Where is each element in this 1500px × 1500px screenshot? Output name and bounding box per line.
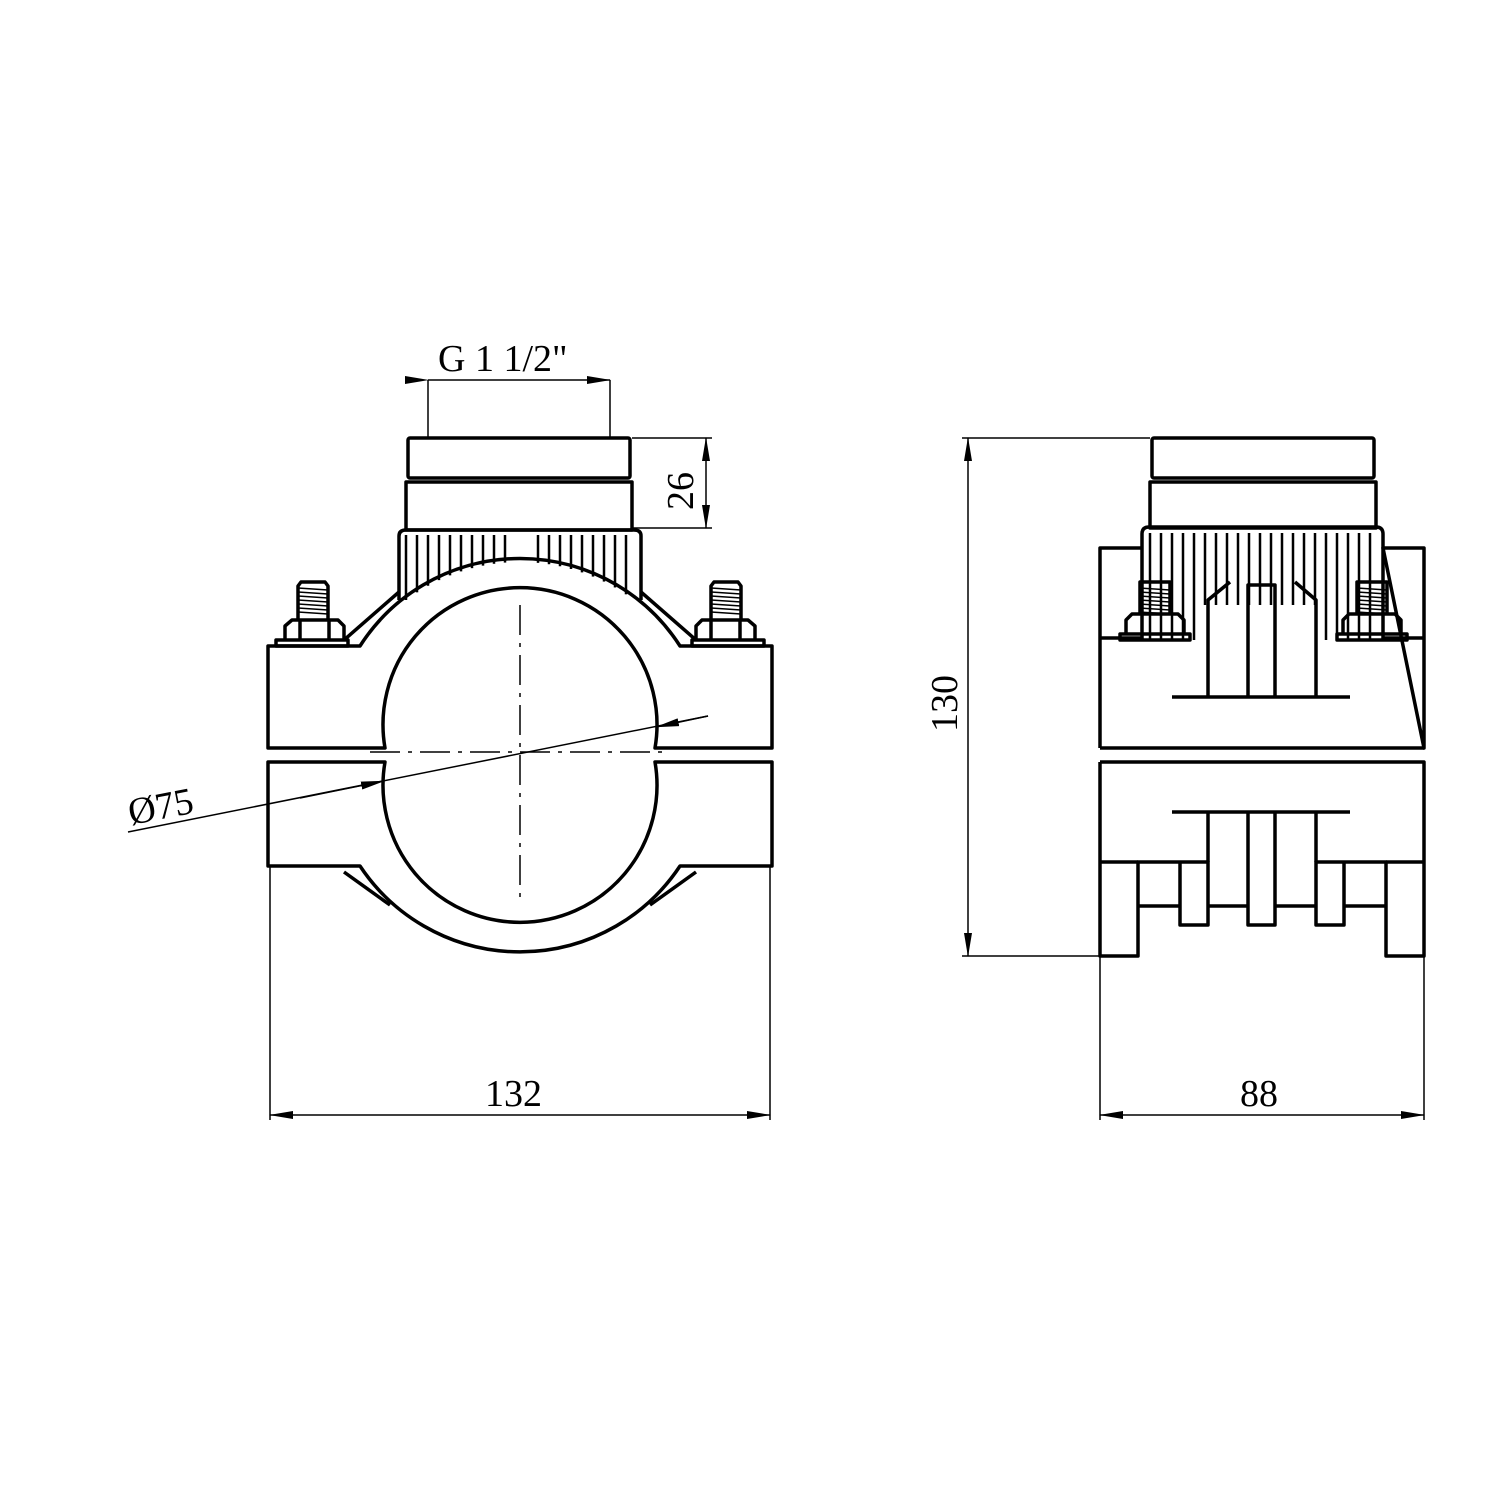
cap-body [404, 480, 634, 532]
knurled-ring [397, 528, 643, 600]
bolts-side [1118, 580, 1409, 642]
bolt-threads [297, 587, 742, 615]
diameter-leader [127, 715, 709, 833]
bolt-left [274, 580, 350, 648]
thread-size-label: G 1 1/2" [438, 338, 568, 380]
side-height-label: 130 [924, 675, 966, 732]
upper-clamp [266, 556, 774, 750]
side-view [962, 436, 1426, 1120]
front-view [127, 376, 774, 1120]
front-width-label: 132 [485, 1073, 542, 1115]
side-width-label: 88 [1240, 1073, 1278, 1115]
cap-height-label: 26 [660, 472, 702, 510]
cap-top [406, 436, 632, 480]
lower-clamp [266, 760, 774, 954]
bolt-right [690, 580, 766, 648]
knurl-ribs [404, 535, 628, 600]
gussets-top [342, 590, 698, 642]
gussets-bottom [342, 870, 698, 907]
knurl-ribs-side [1148, 533, 1372, 640]
